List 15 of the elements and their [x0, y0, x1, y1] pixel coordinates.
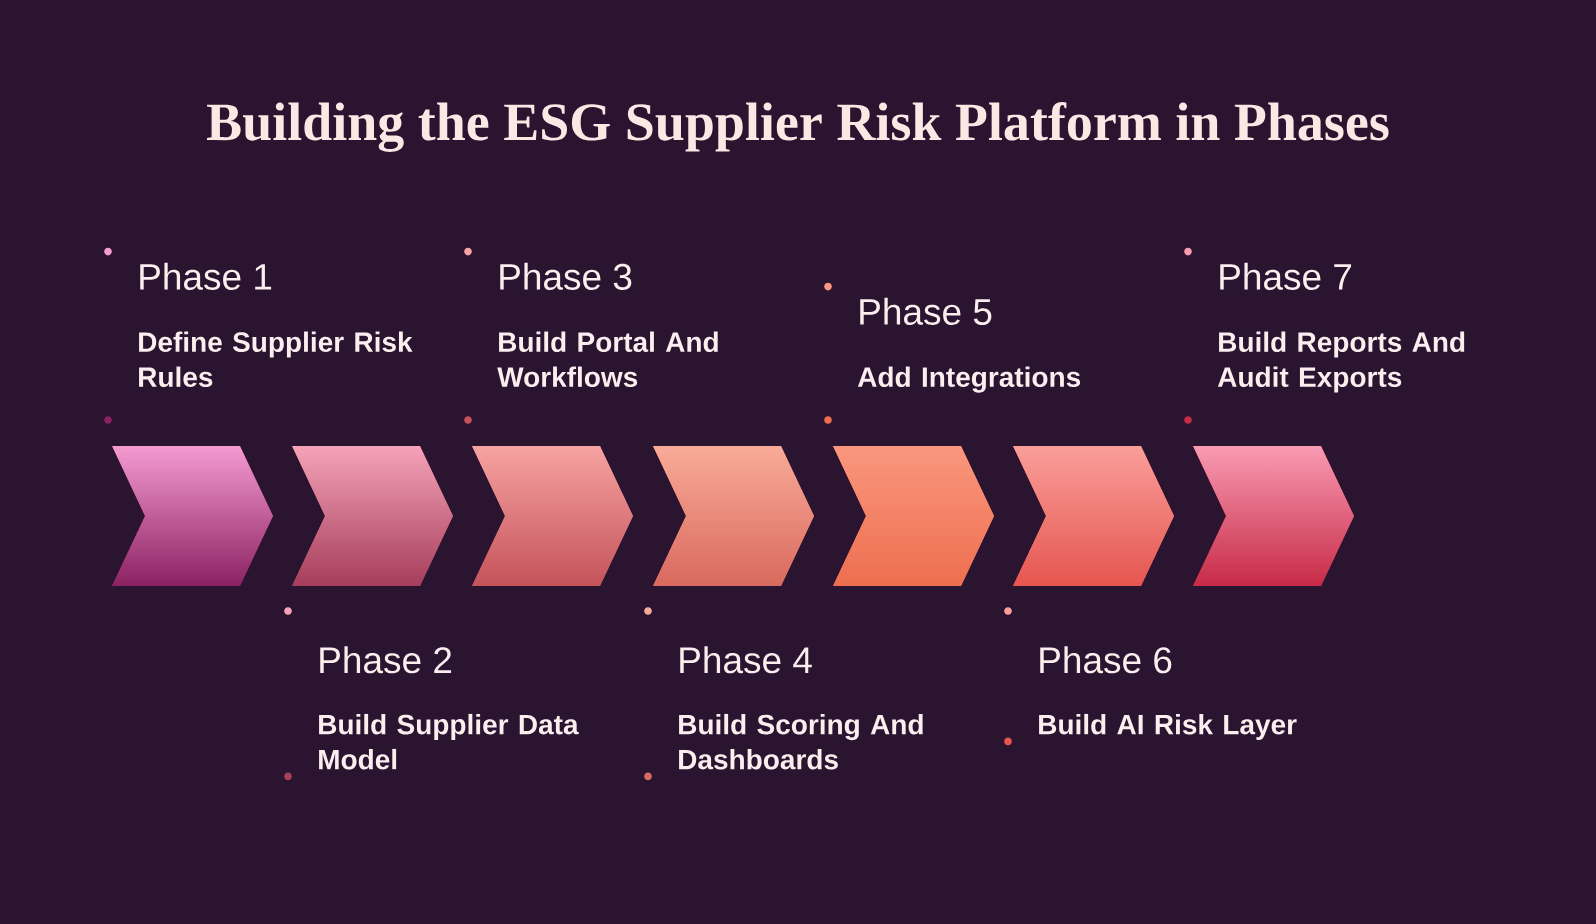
phase-description: Define Supplier Risk Rules [139, 331, 413, 388]
phase-description: Build Supplier Data Model [319, 713, 579, 770]
phase-description: Build Portal And Workflows [497, 331, 718, 388]
phase-description: Build Reports And Audit Exports [1217, 331, 1465, 393]
phase-heading: Phase 2 [320, 646, 452, 674]
phase-description: Build Scoring And Dashboards [679, 713, 923, 770]
phase-description: Add Integrations [857, 366, 1081, 393]
phase-description: Build AI Risk Layer [1039, 713, 1297, 740]
phase-heading: Phase 4 [680, 646, 812, 674]
title: Building the ESG Supplier Risk Platform in Phases [207, 101, 1389, 152]
phase-heading: Phase 6 [1040, 646, 1172, 674]
phase-heading: Phase 7 [1220, 262, 1352, 290]
phase-heading: Phase 5 [860, 297, 992, 325]
phase-heading: Phase 3 [500, 262, 632, 290]
phase-heading: Phase 1 [140, 262, 272, 290]
